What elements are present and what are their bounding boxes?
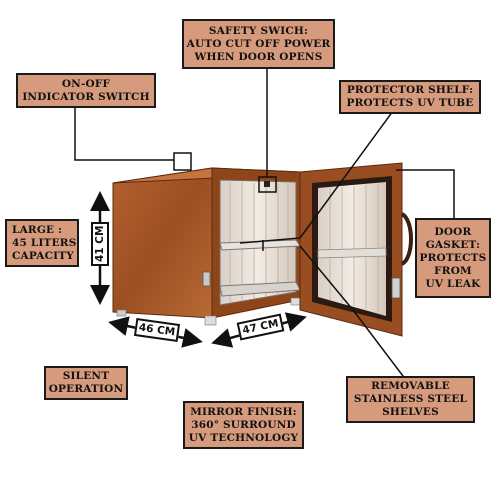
- on-off-indicator-label: ON-OFF INDICATOR SWITCH: [16, 73, 156, 108]
- leader-lines: [74, 68, 455, 381]
- removable-shelves-label: REMOVABLE STAINLESS STEEL SHELVES: [346, 376, 475, 423]
- mirror-finish-label: MIRROR FINISH: 360° SURROUND UV TECHNOLO…: [183, 401, 304, 449]
- cabinet-door: [299, 162, 413, 337]
- cabinet-body: [112, 167, 301, 326]
- protector-shelf-label: PROTECTOR SHELF: PROTECTS UV TUBE: [339, 80, 481, 114]
- safety-switch-label: SAFETY SWICH: AUTO CUT OFF POWER WHEN DO…: [182, 19, 335, 69]
- large-capacity-label: LARGE : 45 LITERS CAPACITY: [5, 219, 79, 267]
- height-dimension-label: 41 CM: [91, 222, 109, 266]
- silent-operation-label: SILENT OPERATION: [44, 366, 128, 400]
- door-gasket-label: DOOR GASKET: PROTECTS FROM UV LEAK: [415, 218, 491, 298]
- on-off-switch-marker: [173, 152, 192, 171]
